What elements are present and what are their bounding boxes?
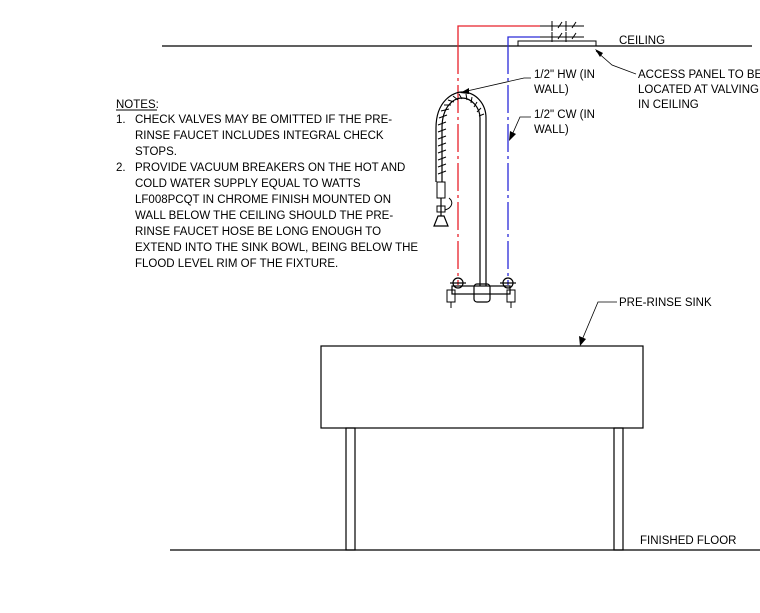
cold-water-label-line-2: WALL) <box>534 124 569 136</box>
sink-arrowhead <box>579 336 586 346</box>
cold-water-arrowhead <box>509 131 516 141</box>
note-1-line-3: STOPS. <box>135 146 177 158</box>
sink-leg-right <box>613 427 624 551</box>
cold-water-valve <box>540 32 584 42</box>
sink-label: PRE-RINSE SINK <box>619 297 712 309</box>
access-panel-label-line-3: IN CEILING <box>638 99 699 111</box>
pre-rinse-sink <box>320 345 644 551</box>
faucet-hose <box>435 91 487 182</box>
hot-water-valve <box>540 21 584 31</box>
access-panel <box>517 40 597 47</box>
hot-water-supply-above-ceiling <box>457 25 540 46</box>
cold-water-leader <box>511 116 531 136</box>
note-1-line-1: CHECK VALVES MAY BE OMITTED IF THE PRE- <box>135 114 392 126</box>
note-2-line-5: RINSE FAUCET HOSE BE LONG ENOUGH TO <box>135 226 381 238</box>
access-panel-leader <box>595 50 637 75</box>
access-panel-arrowhead <box>595 49 603 57</box>
hot-water-label-line-1: 1/2" HW (IN <box>534 69 595 81</box>
note-2-line-7: FLOOD LEVEL RIM OF THE FIXTURE. <box>135 258 338 270</box>
pre-rinse-faucet <box>433 91 516 308</box>
hot-water-leader <box>466 77 531 92</box>
note-2-line-2: COLD WATER SUPPLY EQUAL TO WATTS <box>135 178 361 190</box>
cold-water-line <box>507 36 540 285</box>
notes-heading: NOTES: <box>116 99 159 111</box>
spray-head <box>433 215 449 227</box>
note-2-line-3: LF008PCQT IN CHROME FINISH MOUNTED ON <box>135 194 391 206</box>
hot-water-label-line-2: WALL) <box>534 84 569 96</box>
note-2-line-6: EXTEND INTO THE SINK BOWL, BEING BELOW T… <box>135 242 418 254</box>
note-2-number: 2. <box>116 162 126 174</box>
hot-water-line <box>457 25 540 285</box>
access-panel-label-line-1: ACCESS PANEL TO BE <box>638 69 760 81</box>
note-1-line-2: RINSE FAUCET INCLUDES INTEGRAL CHECK <box>135 130 384 142</box>
access-panel-label-line-2: LOCATED AT VALVING <box>638 84 759 96</box>
sink-leg-left <box>345 427 356 551</box>
faucet-spring-coil <box>437 93 485 175</box>
note-1-number: 1. <box>116 114 126 126</box>
notes-block: NOTES: 1. CHECK VALVES MAY BE OMITTED IF… <box>116 99 418 270</box>
finished-floor-label: FINISHED FLOOR <box>640 535 736 547</box>
note-2-line-4: WALL BELOW THE CEILING SHOULD THE PRE- <box>135 210 393 222</box>
sink-leader <box>581 301 617 341</box>
note-2-line-1: PROVIDE VACUUM BREAKERS ON THE HOT AND <box>135 162 405 174</box>
ceiling-label: CEILING <box>619 35 665 47</box>
sink-basin <box>320 345 644 429</box>
cold-water-label-line-1: 1/2" CW (IN <box>534 109 595 121</box>
cold-water-supply-above-ceiling <box>507 36 540 46</box>
